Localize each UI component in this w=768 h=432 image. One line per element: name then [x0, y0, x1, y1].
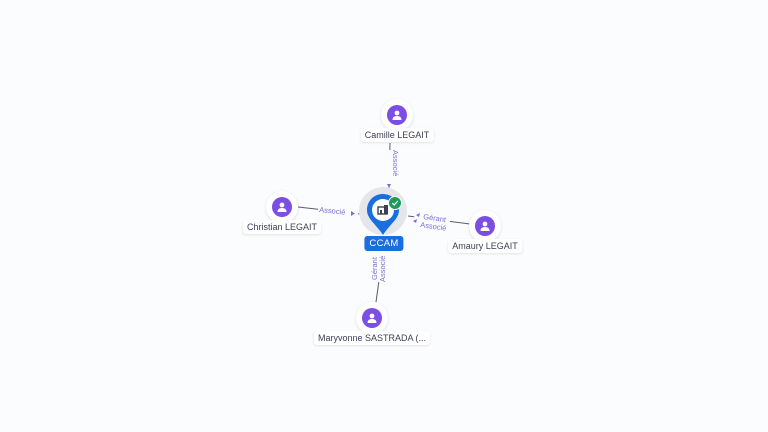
- company-label[interactable]: CCAM: [364, 236, 404, 251]
- person-label-camille[interactable]: Camille LEGAIT: [360, 128, 434, 142]
- edge-label-christian-associe: Associé: [319, 205, 346, 217]
- person-circle: [469, 210, 501, 242]
- edge-label-amaury-gerant: Gérant: [423, 212, 448, 224]
- person-icon: [475, 216, 495, 236]
- person-icon: [362, 308, 382, 328]
- arrow-left-icon: [413, 219, 417, 223]
- edge-label-amaury-associe: Associé: [420, 220, 447, 233]
- arrow-right-icon: [351, 211, 355, 216]
- person-circle: [266, 191, 298, 223]
- edge-amaury: Gérant Associé: [407, 207, 471, 233]
- edge-label-maryvonne-associe: Associé: [378, 256, 387, 282]
- arrow-down-icon: [387, 184, 391, 188]
- verified-check-icon: [388, 196, 402, 210]
- person-circle: [381, 99, 413, 131]
- person-label-amaury[interactable]: Amaury LEGAIT: [448, 239, 522, 253]
- edge-label-camille-associe: Associé: [391, 150, 400, 176]
- edge-camille: Associé: [385, 142, 400, 191]
- person-circle: [356, 302, 388, 334]
- person-icon: [387, 105, 407, 125]
- edge-christian: Associé: [297, 203, 361, 219]
- person-icon: [272, 197, 292, 217]
- edge-label-maryvonne-gerant: Gérant: [370, 256, 379, 280]
- arrow-left-icon: [416, 213, 420, 217]
- person-label-maryvonne[interactable]: Maryvonne SASTRADA (...: [313, 331, 431, 345]
- building-icon: [377, 205, 388, 215]
- person-label-christian[interactable]: Christian LEGAIT: [242, 220, 322, 234]
- edge-maryvonne: Gérant Associé: [368, 251, 388, 303]
